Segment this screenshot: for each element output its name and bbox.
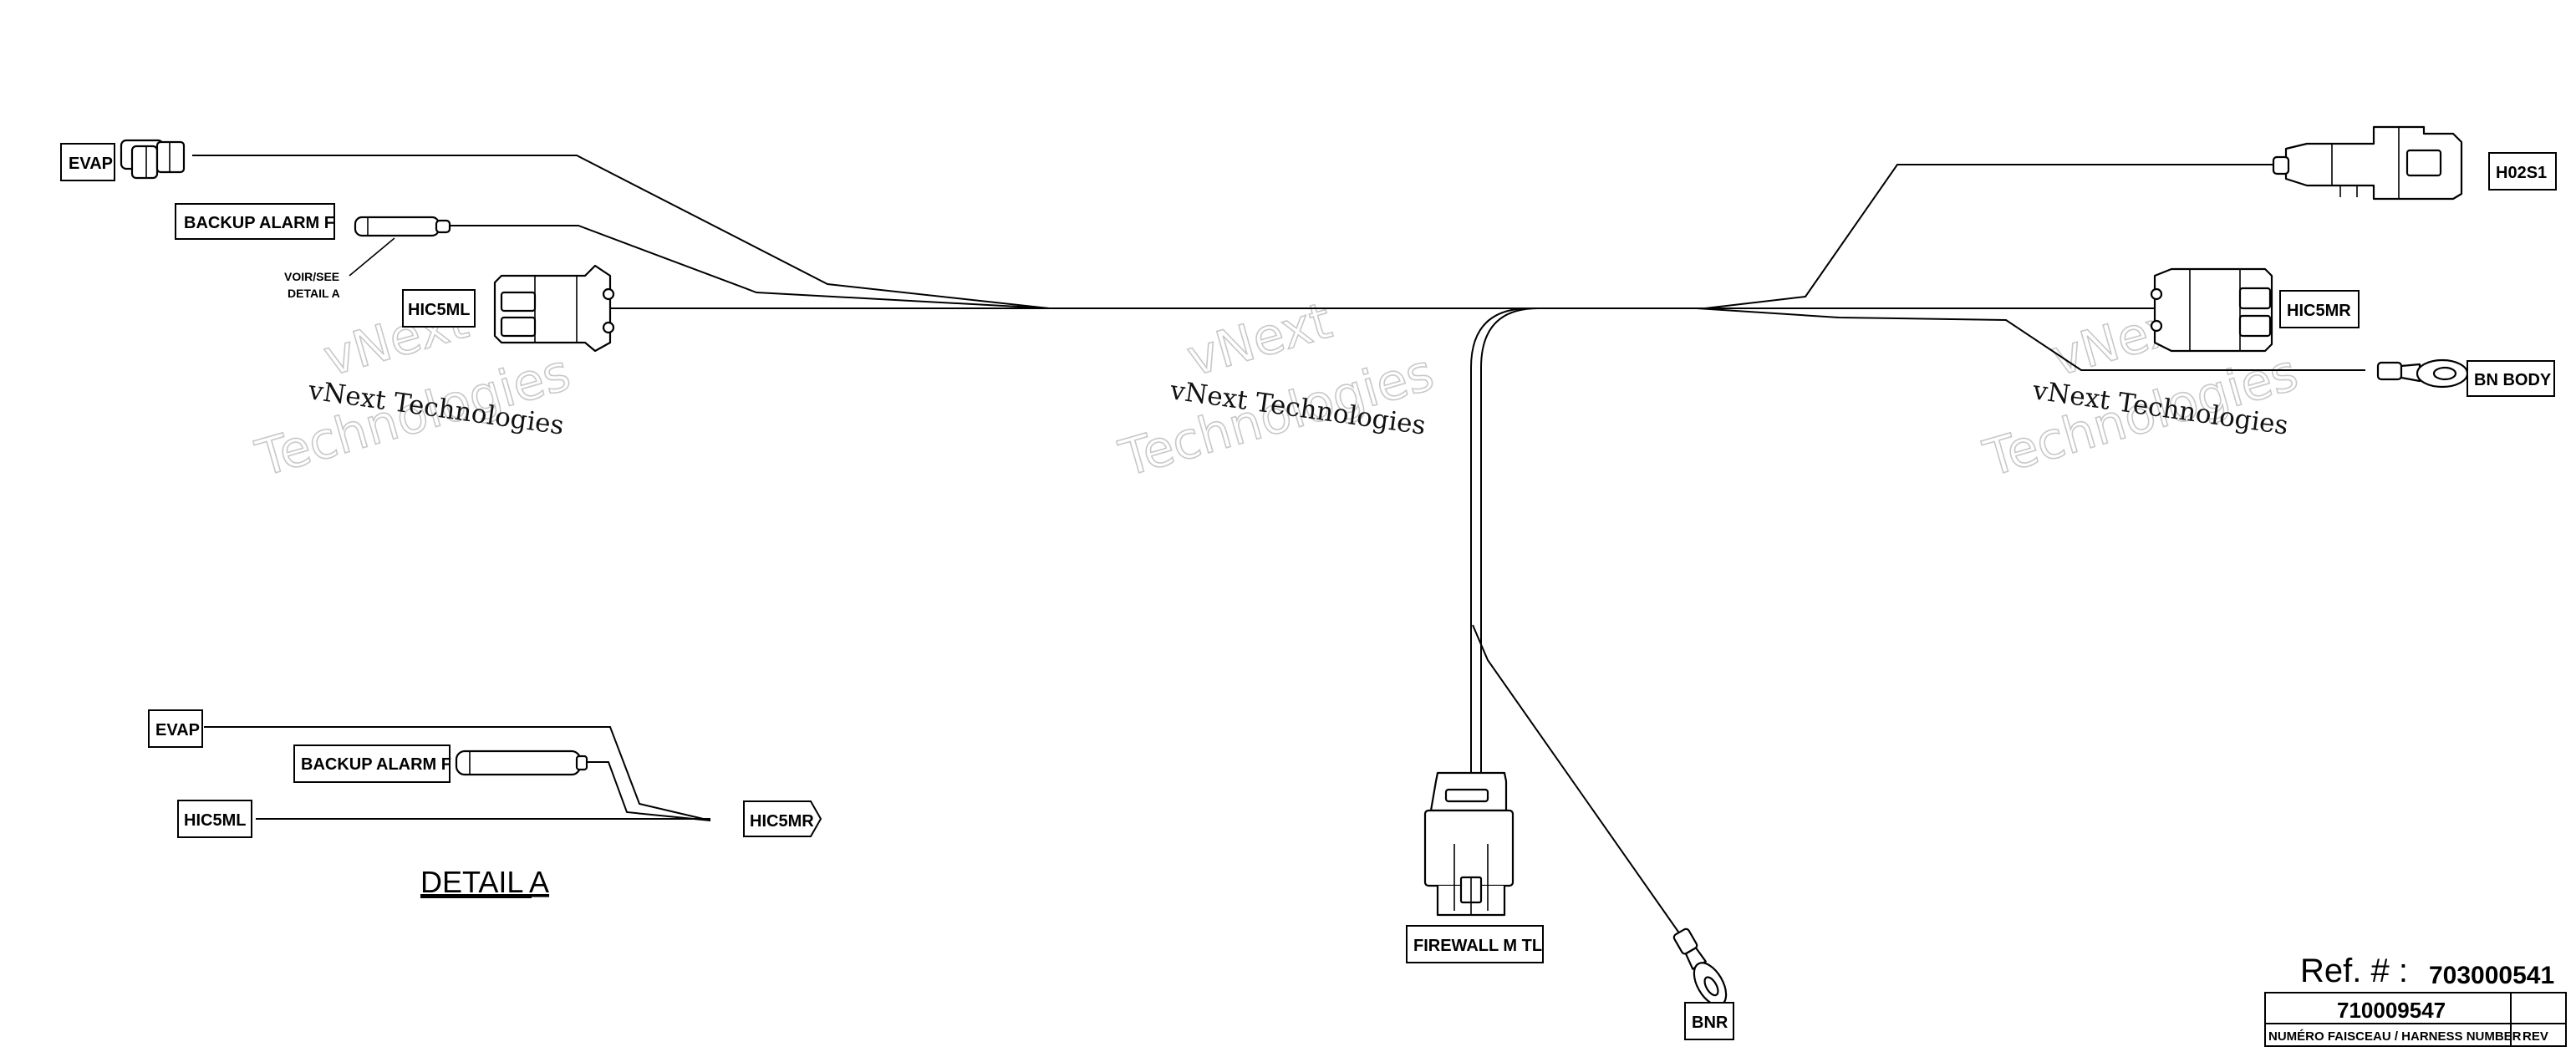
backup-alarm-label-box (175, 203, 335, 240)
h02s1-label-box (2488, 152, 2557, 191)
hic5mr-label-box (2279, 290, 2360, 328)
firewall-plug-icon (1423, 771, 1515, 917)
harness-number: 710009547 (2337, 998, 2446, 1023)
evap-label-box (60, 143, 115, 181)
hic5mr-label: HIC5MR (2287, 302, 2351, 320)
h02s1-wire (1704, 164, 2273, 309)
bnr-label-box (1684, 1002, 1734, 1040)
watermark-ghost-vnext: vNext (1181, 292, 1338, 389)
harness-wires (192, 155, 2365, 935)
firewall-wire (1470, 307, 1530, 777)
detail-backup-terminal-icon (455, 750, 588, 776)
firewall-wire-2 (1480, 307, 1539, 777)
h02s1-connector: H02S1 (2272, 125, 2557, 201)
rev-caption: REV (2523, 1029, 2548, 1044)
ring-terminal-icon (2376, 358, 2469, 389)
hic5ml-label-box (402, 289, 476, 328)
ref-label: Ref. # : (2300, 953, 2408, 989)
bnr-label: BNR (1692, 1014, 1728, 1032)
detail-backup-label-box (293, 744, 451, 783)
bn-body-label: BN BODY (2474, 371, 2552, 389)
bn-body-connector: BN BODY (2376, 358, 2555, 397)
hic5ml-label: HIC5ML (408, 301, 470, 319)
bn-body-label-box (2467, 360, 2555, 397)
title-block-frame (2264, 992, 2567, 1047)
detail-evap-wire (204, 726, 711, 821)
firewall-label: FIREWALL M TL (1413, 937, 1542, 955)
hic5ml-connector: HIC5ML (402, 264, 615, 353)
voir-see-note: VOIR/SEE (284, 270, 339, 283)
bnr-connector: BNR (1672, 927, 1734, 1040)
leader-line (349, 237, 395, 277)
detail-a-note: DETAIL A (288, 287, 340, 300)
backup-alarm-label: BACKUP ALARM F (184, 214, 334, 232)
detail-evap-label: EVAP (155, 721, 200, 739)
detail-hic5ml-label: HIC5ML (184, 811, 246, 830)
hic5ml-plug-icon (493, 264, 615, 353)
h02s1-label: H02S1 (2496, 164, 2547, 182)
detail-hic5ml-label-box (177, 800, 252, 838)
detail-a: EVAP BACKUP ALARM F HIC5ML HIC5MR DETAIL… (148, 709, 822, 899)
firewall-label-box (1406, 925, 1544, 963)
h02s1-plug-icon (2272, 125, 2463, 201)
harness-caption: NUMÉRO FAISCEAU / HARNESS NUMBER (2268, 1029, 2522, 1044)
evap-connector: EVAP (60, 139, 186, 181)
backup-alarm-terminal-icon (354, 216, 451, 237)
ref-number: 703000541 (2429, 962, 2554, 989)
backup-alarm-connector: BACKUP ALARM F VOIR/SEE DETAIL A (175, 203, 451, 300)
detail-backup-label: BACKUP ALARM F (301, 755, 451, 774)
ring-terminal-icon (1672, 927, 1728, 1007)
backup-alarm-wire (448, 225, 1050, 309)
title-block: Ref. # : 703000541 710009547 NUMÉRO FAIS… (2264, 953, 2567, 1047)
firewall-connector: FIREWALL M TL (1406, 771, 1544, 963)
detail-evap-label-box (148, 709, 203, 748)
evap-plug-icon (120, 139, 186, 180)
detail-backup-wire (585, 761, 711, 821)
evap-wire (192, 155, 1050, 309)
detail-a-title: DETAIL A (420, 865, 549, 899)
evap-label: EVAP (69, 155, 113, 173)
bnr-wire (1472, 624, 1681, 935)
detail-hic5mr-label: HIC5MR (750, 812, 814, 831)
watermark-center: vNext Technologies vNext Technologies (1112, 291, 1440, 489)
hic5mr-plug-icon (2150, 267, 2273, 353)
hic5mr-connector: HIC5MR (2150, 267, 2360, 353)
detail-hic5mr-flag (743, 800, 822, 837)
bn-body-wire (1696, 307, 2365, 371)
